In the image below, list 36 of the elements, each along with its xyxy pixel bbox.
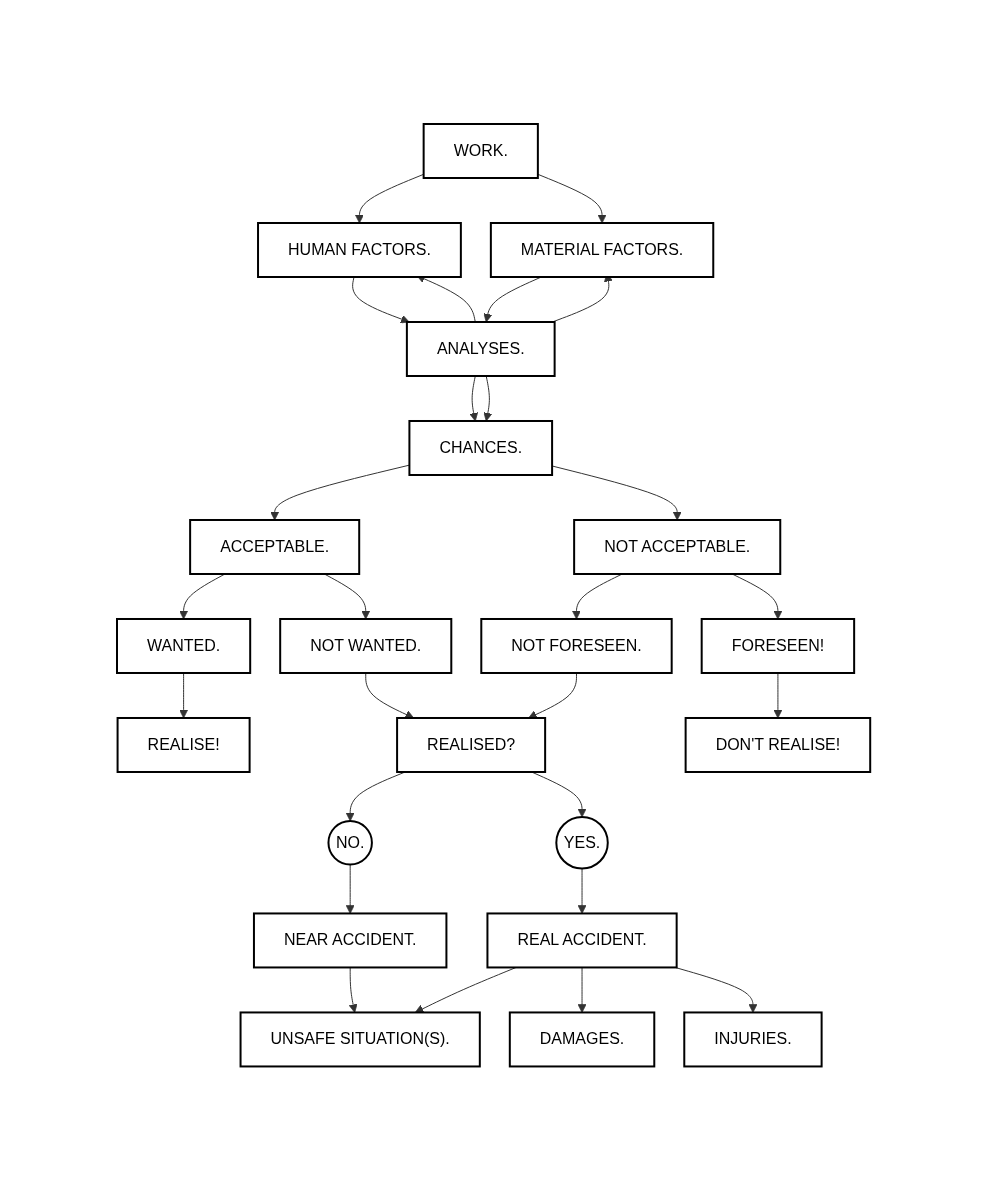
node-box: FORESEEN! xyxy=(700,618,856,675)
arrow xyxy=(577,967,587,1014)
arrow xyxy=(179,672,188,719)
node-box: NOT FORESEEN. xyxy=(480,618,673,675)
node-box: MATERIAL FACTORS. xyxy=(489,222,715,279)
arrow xyxy=(537,174,607,224)
arrow xyxy=(345,864,355,915)
arrow xyxy=(365,672,414,719)
node-circle: NO. xyxy=(327,820,373,866)
node-box: ANALYSES. xyxy=(405,321,556,378)
node-box: CHANCES. xyxy=(408,420,553,477)
node-box: WORK. xyxy=(422,123,539,180)
arrow xyxy=(270,464,410,521)
node-box: DON'T REALISE! xyxy=(684,717,872,774)
node-box: ACCEPTABLE. xyxy=(189,519,361,576)
arrow xyxy=(773,672,783,719)
node-box: WANTED. xyxy=(115,618,252,675)
node-box: NOT WANTED. xyxy=(279,618,453,675)
node-box: HUMAN FACTORS. xyxy=(256,222,462,279)
node-box: UNSAFE SITUATION(S). xyxy=(239,1011,481,1068)
node-box: REALISED? xyxy=(396,717,547,774)
arrow xyxy=(577,868,587,915)
arrow xyxy=(551,465,682,521)
arrow xyxy=(528,672,577,719)
arrow xyxy=(469,375,478,422)
arrow xyxy=(674,967,758,1014)
arrow xyxy=(483,375,492,422)
node-circle: YES. xyxy=(555,816,609,870)
node-box: INJURIES. xyxy=(683,1011,823,1068)
arrow xyxy=(352,276,410,324)
node-box: NEAR ACCIDENT. xyxy=(252,912,448,969)
node-box: REALISE! xyxy=(116,717,251,774)
arrow xyxy=(348,967,358,1014)
node-box: DAMAGES. xyxy=(508,1011,656,1068)
node-box: REAL ACCIDENT. xyxy=(486,912,678,969)
node-box: NOT ACCEPTABLE. xyxy=(573,519,782,576)
